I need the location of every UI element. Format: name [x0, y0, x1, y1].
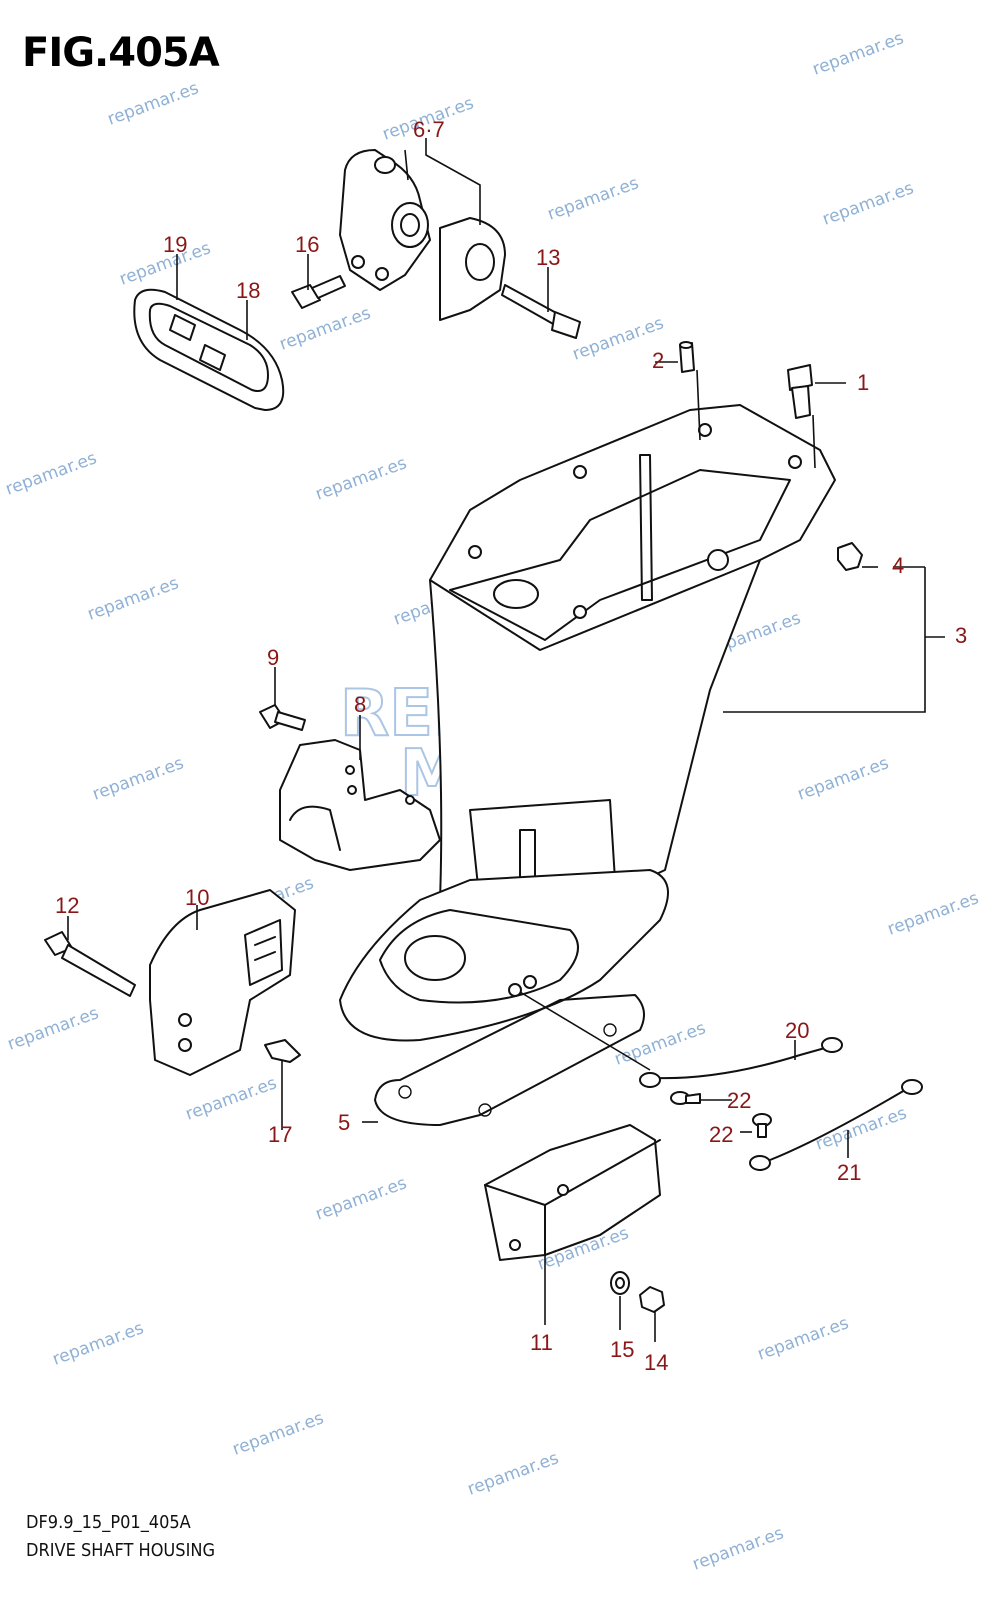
- watermark: repamar.es: [85, 573, 182, 624]
- watermark: repamar.es: [755, 1313, 852, 1364]
- callout-17: 17: [268, 1122, 292, 1147]
- callout-6-7: 6·7: [413, 117, 445, 142]
- part-21-lead-wire: [749, 1079, 923, 1171]
- part-10-lower-bracket: [149, 889, 296, 1076]
- watermark: repamar.es: [465, 1448, 562, 1499]
- callout-16: 16: [295, 232, 319, 257]
- callout-13: 13: [536, 245, 560, 270]
- part-1-bolt: [787, 364, 813, 419]
- part-22-screw: [752, 1113, 772, 1138]
- part-13-bolt: [501, 284, 581, 339]
- callout-3: 3: [955, 623, 967, 648]
- watermark: repamar.es: [810, 28, 907, 79]
- callout-12: 12: [55, 893, 79, 918]
- watermark: repamar.es: [612, 1018, 709, 1069]
- part-12-bolt: [44, 931, 136, 997]
- part-19-grommet: [133, 288, 285, 411]
- part-15-washer: [610, 1271, 630, 1295]
- callout-19: 19: [163, 232, 187, 257]
- part-17-pin: [264, 1039, 301, 1063]
- part-9-bolt: [259, 704, 306, 731]
- figure-title: FIG.405A: [22, 30, 220, 76]
- watermark: repamar.es: [90, 753, 187, 804]
- part-3-drive-shaft-housing: [339, 404, 836, 1042]
- callout-1: 1: [857, 370, 869, 395]
- callout-9: 9: [267, 645, 279, 670]
- part-11-cover: [484, 1124, 661, 1261]
- watermark: repamar.es: [3, 448, 100, 499]
- part-20-lead-wire: [639, 1037, 843, 1088]
- part-6-7-mount: [339, 149, 506, 321]
- watermark: repamar.es: [105, 78, 202, 129]
- watermark: repamar.es: [885, 888, 982, 939]
- callout-14: 14: [644, 1350, 668, 1375]
- part-16-bolt: [291, 275, 346, 309]
- callout-15: 15: [610, 1337, 634, 1362]
- part-14-nut: [639, 1286, 665, 1313]
- watermark: repamar.es: [313, 1173, 410, 1224]
- callout-labels: 1 2 3 4 5 6·7 8 9 10 11 12 13 14 15 16 1…: [55, 117, 967, 1375]
- part-2-pin: [679, 341, 695, 373]
- callout-2: 2: [652, 348, 664, 373]
- watermark: repamar.es: [795, 753, 892, 804]
- watermark: repamar.es: [277, 303, 374, 354]
- part-4-plug: [837, 542, 863, 571]
- figure-code: DF9.9_15_P01_405A: [26, 1512, 191, 1533]
- watermark: repamar.es: [313, 453, 410, 504]
- watermark: repamar.es: [813, 1103, 910, 1154]
- part-5-gasket: [374, 994, 645, 1126]
- leader-lines: [67, 138, 945, 1342]
- callout-21: 21: [837, 1160, 861, 1185]
- callout-5: 5: [338, 1110, 350, 1135]
- watermark: repamar.es: [183, 1073, 280, 1124]
- callout-11: 11: [530, 1330, 553, 1355]
- callout-18: 18: [236, 278, 260, 303]
- callout-8: 8: [354, 692, 366, 717]
- watermark: repamar.es: [820, 178, 917, 229]
- figure-name: DRIVE SHAFT HOUSING: [26, 1540, 216, 1561]
- watermark: repamar.es: [5, 1003, 102, 1054]
- callout-22: 22: [709, 1122, 733, 1147]
- callout-22: 22: [727, 1088, 751, 1113]
- watermark: repamar.es: [50, 1318, 147, 1369]
- part-8-bracket: [279, 739, 441, 871]
- callout-10: 10: [185, 885, 209, 910]
- watermark: repamar.es: [230, 1408, 327, 1459]
- watermark: repamar.es: [690, 1523, 787, 1574]
- part-22-screw: [670, 1091, 701, 1105]
- callout-20: 20: [785, 1018, 809, 1043]
- callout-4: 4: [892, 553, 904, 578]
- watermark: repamar.es: [545, 173, 642, 224]
